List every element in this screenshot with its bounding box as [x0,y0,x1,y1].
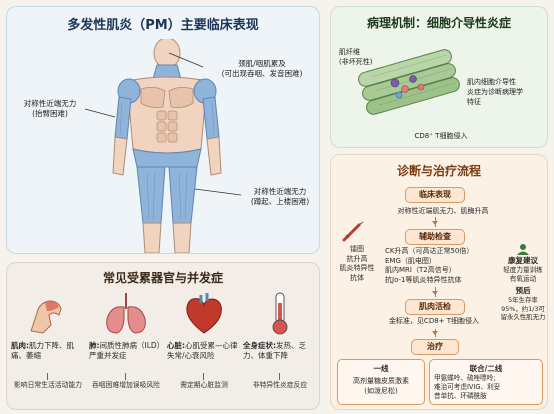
organ-name: 肺: [89,341,100,350]
panel-title: 多发性肌炎（PM）主要临床表现 [67,18,259,33]
organ-description: 肌肉:肌力下降、肌痛、萎缩 [11,341,85,361]
down-arrow [125,373,126,380]
leg-annotation: 对称性近端无力 (蹲起、上楼困难) [241,187,319,207]
fiber-label-line2: (非坏死性) [339,58,373,66]
organ-description: 全身症状:发热、乏力、体重下降 [243,341,317,361]
rehab-title: 康复建议 [508,256,538,265]
diagnosis-treatment-panel: 诊断与治疗流程 临床表现 对称性近端肌无力、肌酶升高 辅助检查 CK升高（可高达… [330,154,548,410]
heart-icon [186,293,222,334]
organ-detail: 间质性肺病（ILD）严重并发症 [89,341,161,360]
flow-arrow [432,329,438,337]
rehab-suggestion: 康复建议 轻度力量训练 有氧运动 [499,243,547,284]
leg-annotation-line1: 对称性近端无力 [253,187,307,196]
panel-title: 常见受累器官与并发症 [102,271,223,285]
prognosis-line: 95%，约1/3可 [501,304,545,313]
organ-impact: 吞咽困难增加误吸风险 [92,381,160,389]
arm-annotation-line1: 对称性近端无力 [23,99,77,108]
fiber-label-line1: 肌纤维 [339,48,360,56]
panel-title: 诊断与治疗流程 [396,164,481,178]
aux-item: 抗Jo-1等肌炎特异性抗体 [385,275,462,284]
organ-lungs: 肺:间质性肺病（ILD）严重并发症 吞咽困难增加误吸风险 [89,287,163,407]
muscle-body-illustration [112,39,222,253]
first-line-title: 一线 [373,364,389,373]
flow-arrow [432,287,438,297]
pathology-mechanism-panel: 病理机制：细胞介导性炎症 肌纤维 (非坏死性) 肌内细胞介导性 炎症为诊断病理学… [330,6,548,148]
biopsy-box: 肌肉活检 [405,299,465,315]
mechanism-desc-line3: 特征 [467,98,481,106]
mechanism-description: 肌内细胞介导性 炎症为诊断病理学 特征 [467,77,547,107]
antibody-note-line: 肌炎特异性 [339,264,375,272]
down-arrow [47,373,48,380]
neck-annotation-line1: 颈肌/咽肌累及 [238,59,286,68]
auxiliary-tests-list: CK升高（可高达正常50倍） EMG（肌电图） 肌内MRI（T2高信号） 抗Jo… [385,247,495,285]
neck-annotation: 颈肌/咽肌累及 (可出现吞咽、发音困难) [207,59,317,79]
fiber-label: 肌纤维 (非坏死性) [339,47,389,67]
mechanism-desc-line2: 炎症为诊断病理学 [467,88,523,96]
organ-impact: 影响日常生活活动能力 [14,381,82,389]
organ-name: 肌肉: [11,341,29,350]
thermometer-icon [272,292,288,335]
first-line-item: (如泼尼松) [364,387,398,395]
organ-heart: 心脏:心肌受累—心律失常/心衰风险 需定期心脏监测 [167,287,241,407]
clinical-manifestations-panel: 多发性肌炎（PM）主要临床表现 [6,6,320,254]
panel-title: 病理机制：细胞介导性炎症 [366,16,511,30]
second-line-item: 难治可考虑IVIG、利妥 [434,383,501,391]
second-line-treatment: 联合/二线 甲氨蝶呤、硫唑嘌呤; 难治可考虑IVIG、利妥 昔单抗、环磷酰胺 [429,359,543,405]
down-arrow [203,373,204,380]
aux-item: CK升高（可高达正常50倍） [385,247,474,255]
down-arrow [279,373,280,380]
auxiliary-tests-box: 辅助检查 [405,229,465,245]
antibody-note-line: 抗升高 [346,254,368,263]
organ-impact: 非特异性炎症反应 [252,381,308,389]
arm-annotation-line2: (抬臂困难) [32,109,68,118]
organ-detail: 心肌受累—心律失常/心衰风险 [167,341,238,360]
prognosis-line: 5年生存率 [508,296,538,304]
rehab-item: 有氧运动 [509,275,537,283]
first-line-item: 高剂量糖皮质激素 [353,377,409,385]
tcell-infiltrate-label: CD8⁺ T细胞侵入 [414,132,468,140]
prognosis-line: 留永久性肌无力 [500,313,546,321]
organ-muscle: 肌肉:肌力下降、肌痛、萎缩 影响日常生活活动能力 [11,287,85,407]
leg-annotation-line2: (蹲起、上楼困难) [250,197,310,206]
organ-systemic: 全身症状:发热、乏力、体重下降 非特异性炎症反应 [243,287,317,407]
clinical-box: 临床表现 [405,187,465,203]
antibody-note-line: 抗体 [350,273,364,282]
biopsy-description: 金标准，见CD8+ T细胞侵入 [388,317,480,325]
clinical-description: 对称性近端肌无力、肌酶升高 [397,207,489,215]
neck-annotation-line2: (可出现吞咽、发音困难) [221,69,303,78]
rehab-icon [517,244,529,255]
second-line-item: 昔单抗、环磷酰胺 [434,392,487,400]
prognosis-title: 预后 [515,286,531,295]
first-line-treatment: 一线 高剂量糖皮质激素 (如泼尼松) [337,359,425,405]
complications-panel: 常见受累器官与并发症 肌肉:肌力下降、肌痛、萎缩 影响日常生活活动能力 肺:间质… [6,262,320,410]
organ-description: 肺:间质性肺病（ILD）严重并发症 [89,341,163,361]
organ-impact: 需定期心脏监测 [180,381,228,389]
antibody-note: 镭图 抗升高 肌炎特异性 抗体 [335,245,379,283]
syringe-icon [342,221,364,242]
aux-item: 肌内MRI（T2高信号） [385,266,456,274]
annotation-leader-lines [84,52,242,196]
prognosis-box: 预后 5年生存率 95%，约1/3可 留永久性肌无力 [499,285,547,322]
organ-name: 心脏: [167,341,185,350]
second-line-item: 甲氨蝶呤、硫唑嘌呤; [434,374,496,382]
organ-name: 全身症状: [243,341,276,350]
rehab-item: 轻度力量训练 [503,266,543,274]
flexed-arm-icon [30,300,62,334]
organ-detail: 发热、乏力、体重下降 [243,341,306,360]
muscle-fiber-illustration [358,49,460,115]
flow-arrow [432,217,438,227]
lungs-icon [106,293,146,334]
treatment-box: 治疗 [411,339,459,355]
antibody-note-line: 镭图 [350,245,364,253]
arm-annotation: 对称性近端无力 (抬臂困难) [13,99,87,119]
second-line-title: 联合/二线 [469,364,503,373]
mechanism-desc-line1: 肌内细胞介导性 [467,78,516,86]
organ-description: 心脏:心肌受累—心律失常/心衰风险 [167,341,241,361]
aux-item: EMG（肌电图） [385,256,436,265]
organ-detail: 肌力下降、肌痛、萎缩 [11,341,74,360]
